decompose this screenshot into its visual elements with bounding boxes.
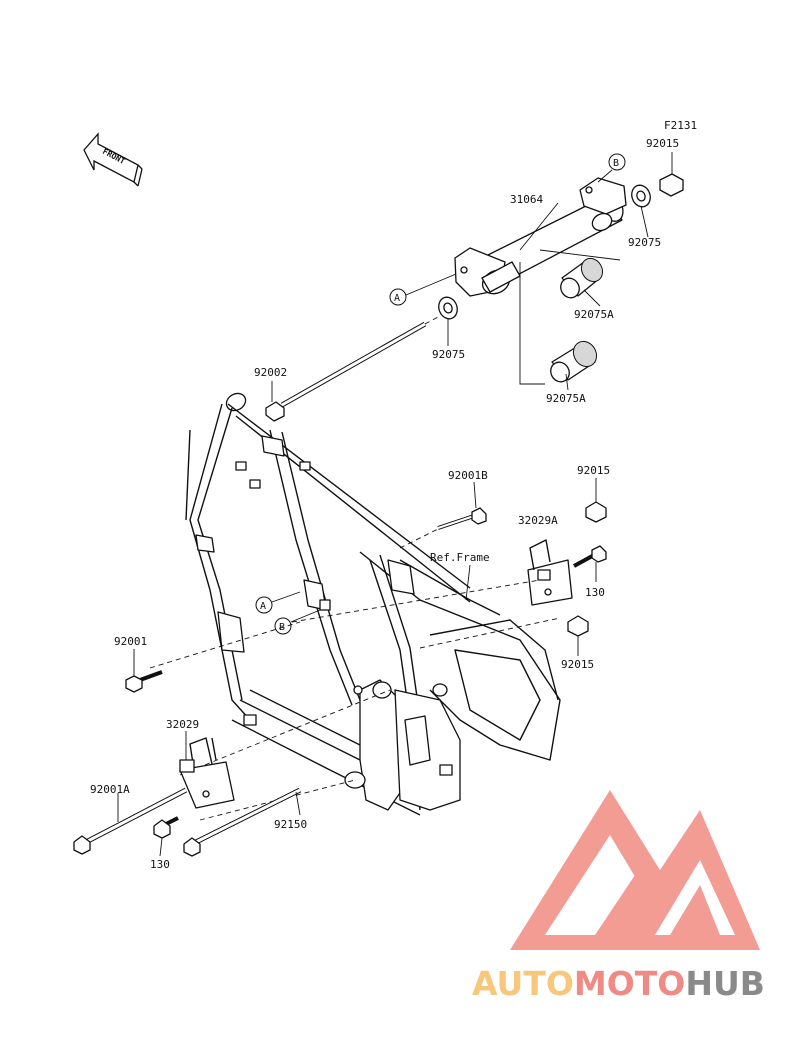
label-92002: 92002 (254, 366, 287, 379)
engine-mount-bracket-31064 (454, 177, 627, 297)
bushing-92075a-upper (560, 257, 604, 299)
label-92001a: 92001A (90, 783, 130, 796)
label-92075a-upper: 92075A (574, 308, 614, 321)
label-130-right: 130 (585, 586, 605, 599)
dash-92002 (424, 315, 441, 325)
figure-code: F2131 (664, 119, 697, 132)
label-92075-left: 92075 (432, 348, 465, 361)
dash-b-line (291, 579, 541, 623)
label-ref-frame: Ref.Frame (430, 551, 490, 564)
watermark-logo (510, 790, 760, 950)
label-92075-right: 92075 (628, 236, 661, 249)
callout-a-lower-text: A (260, 601, 266, 612)
bushing-92075a-lower (550, 340, 598, 383)
bolt-92002 (265, 321, 427, 422)
label-92075a-lower: 92075A (546, 392, 586, 405)
label-92001b: 92001B (448, 469, 488, 482)
dash-92001b (399, 528, 439, 549)
label-31064: 31064 (510, 193, 543, 206)
callout-b-lower: B (274, 609, 321, 635)
callout-b-upper-text: B (613, 158, 619, 169)
bolt-130-right (573, 545, 607, 568)
bracket-32029a (527, 539, 573, 606)
watermark-hub: HUB (685, 964, 765, 1003)
callout-a-upper: A (389, 273, 457, 306)
watermark-auto: AUTO (472, 964, 574, 1003)
watermark-text: AUTOMOTOHUB (472, 964, 765, 1003)
washer-92075-right-hole (636, 190, 646, 202)
front-arrow-icon: FRONT (83, 132, 143, 187)
dash-32029 (179, 689, 391, 776)
washer-92075-left-hole (443, 302, 453, 314)
leader-bracket-31064 (519, 262, 545, 385)
dash-92015-low (419, 617, 561, 649)
label-92015-low: 92015 (561, 658, 594, 671)
bolt-130-left (153, 816, 179, 839)
label-92150: 92150 (274, 818, 307, 831)
bolt-92001a (73, 787, 188, 855)
bolt-92001 (125, 670, 163, 693)
callout-a-upper-text: A (394, 293, 400, 304)
leader-31064-bushing (539, 249, 621, 261)
dash-92001 (149, 621, 301, 669)
label-92015-mid: 92015 (577, 464, 610, 477)
nut-92015-low (567, 615, 589, 637)
bolt-92150 (183, 787, 302, 857)
label-32029a: 32029A (518, 514, 558, 527)
callout-b-upper: B (597, 153, 626, 183)
label-92001: 92001 (114, 635, 147, 648)
bracket-32029 (179, 737, 235, 809)
nut-92015-top (659, 173, 684, 197)
label-leaders (117, 152, 673, 857)
callout-a-lower: A (255, 591, 301, 614)
bolt-92001b (437, 507, 487, 530)
label-130-left: 130 (150, 858, 170, 871)
label-92015-top: 92015 (646, 137, 679, 150)
watermark-moto: MOTO (574, 964, 685, 1003)
motorcycle-frame (185, 392, 561, 816)
label-32029: 32029 (166, 718, 199, 731)
nut-92015-mid (585, 501, 607, 523)
